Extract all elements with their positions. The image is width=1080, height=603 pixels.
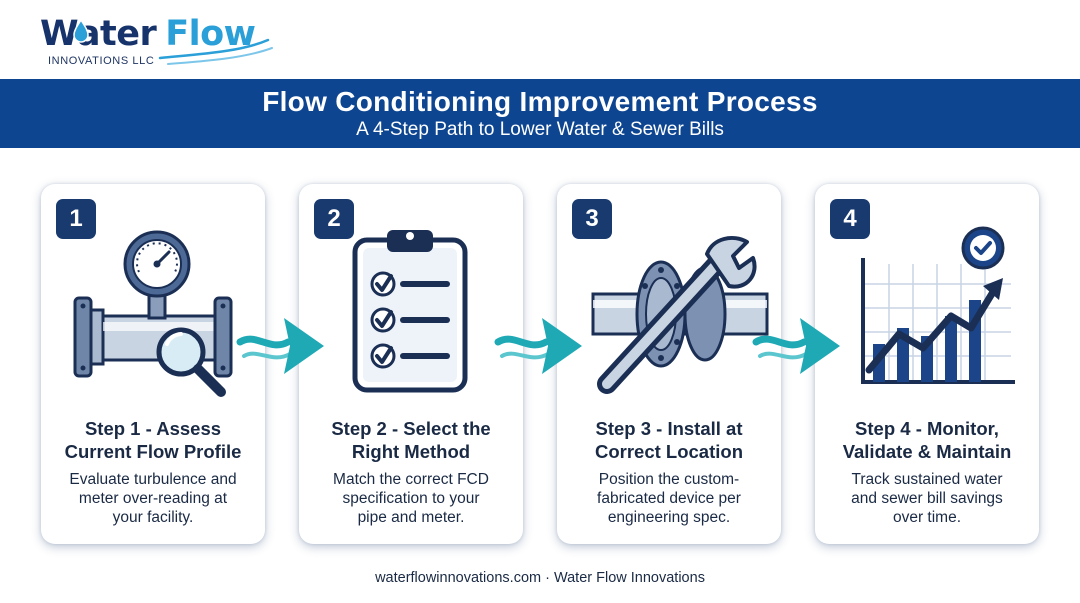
step-description: Evaluate turbulence and meter over-readi… [55,470,251,527]
step-description-line: fabricated device per [597,490,741,507]
step-description: Match the correct FCD specification to y… [313,470,509,527]
pressure-gauge-magnifier-icon [73,230,233,397]
step-title: Step 4 - Monitor, Validate & Maintain [821,417,1033,463]
step-title-line: Current Flow Profile [64,441,242,462]
title-banner: Flow Conditioning Improvement Process A … [0,79,1080,148]
step-title-line: Right Method [351,441,471,462]
step-number-badge: 4 [830,199,870,239]
step-title: Step 2 - Select the Right Method [305,417,517,463]
step-description: Position the custom- fabricated device p… [571,470,767,527]
page-title: Flow Conditioning Improvement Process [262,86,818,117]
step-number-badge: 1 [56,199,96,239]
logo-subtitle: INNOVATIONS LLC [48,55,155,67]
step-description-line: over time. [892,509,962,526]
flow-arrow-icon [236,318,324,374]
step-description-line: specification to your [342,490,480,507]
step-title-line: Step 2 - Select the [331,418,491,439]
step-number-badge: 3 [572,199,612,239]
footer-credit: waterflowinnovations.com · Water Flow In… [375,570,705,586]
step-description: Track sustained water and sewer bill sav… [829,470,1025,527]
step-description-line: engineering spec. [607,509,731,526]
step-card-2: 2 Step 2 - Select the Right Method Match… [299,184,523,544]
step-description-line: Evaluate turbulence and [69,471,237,488]
flow-arrow-icon [494,318,582,374]
step-title-line: Step 1 - Assess [84,418,222,439]
step-description-line: meter over-reading at [78,490,228,507]
water-drop-icon [73,18,273,65]
pipe-wrench-icon [591,236,769,394]
step-description-line: Position the custom- [598,471,740,488]
step-description-line: Match the correct FCD [333,471,489,488]
step-description-line: Track sustained water [851,471,1003,488]
flow-arrow-icon [752,318,840,374]
page-subtitle: A 4-Step Path to Lower Water & Sewer Bil… [356,119,724,140]
step-title-line: Step 4 - Monitor, [855,418,999,439]
rising-chart-badge-icon [861,226,1015,384]
step-title-line: Step 3 - Install at [595,418,743,439]
step-description-line: your facility. [112,509,194,526]
logo-word-water: Water [40,14,157,54]
step-description-line: and sewer bill savings [851,490,1003,507]
step-title: Step 3 - Install at Correct Location [563,417,775,463]
step-title-line: Validate & Maintain [842,441,1012,462]
step-number-badge: 2 [314,199,354,239]
step-title: Step 1 - Assess Current Flow Profile [47,417,259,463]
step-card-3: 3 Step 3 - Install at Correct Location P… [557,184,781,544]
step-card-1: 1 Step 1 - Assess Current Flow Profile E… [41,184,265,544]
clipboard-checklist-icon [352,230,468,393]
step-description-line: pipe and meter. [357,509,465,526]
step-title-line: Correct Location [594,441,744,462]
step-card-4: 4 Step 4 - Monitor, Validate & Maintain … [815,184,1039,544]
